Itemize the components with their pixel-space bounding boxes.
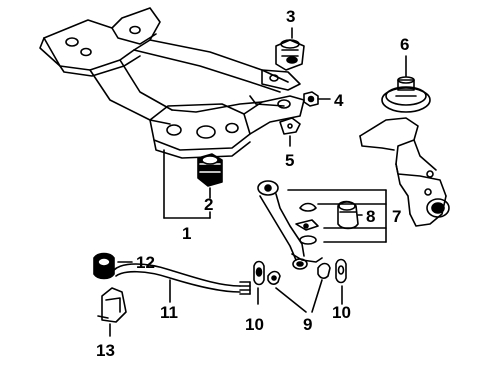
- leader-1: [163, 149, 211, 219]
- bracket-13: [97, 287, 127, 323]
- callout-11: 11: [160, 303, 178, 322]
- washers-9: [267, 262, 331, 285]
- washers-7: [295, 202, 319, 245]
- callout-12: 12: [136, 253, 155, 272]
- nut-4: [303, 91, 319, 107]
- callout-7: 7: [392, 207, 401, 226]
- callout-10-right: 10: [332, 303, 351, 322]
- callout-8: 8: [366, 207, 375, 226]
- leader-9: [275, 279, 323, 313]
- bushing-8: [337, 200, 359, 230]
- callout-5: 5: [285, 151, 294, 170]
- mount-bushing-3: [275, 39, 305, 71]
- callout-6: 6: [400, 35, 409, 54]
- leader-7-8: [287, 189, 387, 243]
- subframe-crossmember: [39, 7, 305, 159]
- callout-9: 9: [303, 315, 312, 334]
- lower-control-arm: [257, 180, 323, 270]
- callout-3: 3: [286, 7, 295, 26]
- bracket-5: [279, 117, 301, 135]
- bushing-2: [197, 153, 223, 187]
- bushing-12: [93, 252, 115, 280]
- callout-1: 1: [182, 224, 191, 243]
- callout-2: 2: [204, 195, 213, 214]
- stabilizer-bar-11: [113, 263, 251, 295]
- strut-top-mount-6: [381, 76, 431, 113]
- callout-13: 13: [96, 341, 115, 360]
- callout-10-left: 10: [245, 315, 264, 334]
- bushing-10-left: [253, 260, 265, 286]
- steering-knuckle: [359, 117, 450, 227]
- bushing-10-right: [335, 258, 347, 284]
- callout-4: 4: [334, 91, 344, 110]
- callout-labels: 1 2 3 4 5 6 7 8 9 10 10 11 12 13: [96, 7, 409, 360]
